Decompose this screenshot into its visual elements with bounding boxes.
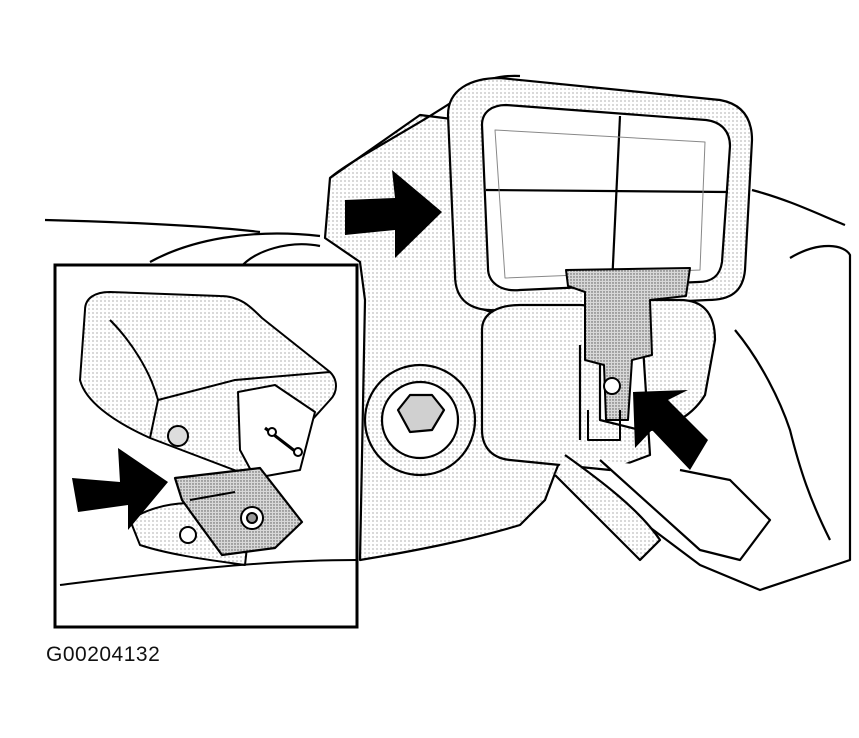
figure-code: G00204132 [46, 643, 161, 666]
inset-detail [53, 263, 359, 629]
main-bracket [565, 267, 691, 441]
frame-window [480, 103, 732, 292]
arrow-lower-main [633, 390, 708, 470]
arrow-upper-main [345, 170, 442, 258]
bolt-head [396, 393, 446, 434]
inset-bracket [173, 466, 304, 557]
arrow-inset [72, 448, 168, 530]
